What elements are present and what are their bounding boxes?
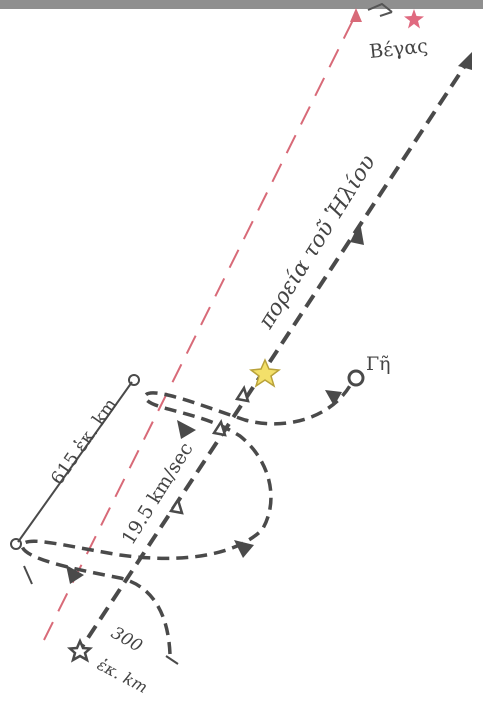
- dimension-tick-300-bottom: [166, 656, 178, 664]
- vega-label: Βέγας: [368, 35, 429, 63]
- top-bar: [0, 0, 483, 9]
- distance-615-label: 615 ἑκ. km: [47, 395, 122, 489]
- sun-marker-1: [237, 388, 248, 401]
- dimension-end-615-b: [129, 375, 139, 385]
- vega-direction-arrow: [350, 8, 362, 22]
- earth-orbit-path: [22, 382, 352, 654]
- sun-marker-3: [171, 500, 182, 513]
- orbit-arrow-4: [325, 390, 342, 406]
- start-star-icon: [70, 641, 90, 660]
- sun-star-icon: [251, 360, 279, 386]
- earth-label: Γῆ: [366, 353, 391, 375]
- dimension-end-615-a: [11, 539, 21, 549]
- distance-300-label: 300: [108, 623, 146, 657]
- sun-marker-2: [214, 422, 225, 435]
- speed-label: 19.5 km/sec: [118, 439, 198, 549]
- orbit-arrow-2: [234, 540, 254, 558]
- earth-circle-icon: [349, 371, 363, 385]
- vega-direction-line: [44, 14, 356, 640]
- orbit-arrow-3: [177, 420, 196, 439]
- dimension-tick-300-top: [24, 566, 32, 584]
- distance-300-unit-label: ἑκ. km: [94, 655, 151, 697]
- sun-path-arrow-2: [458, 52, 472, 70]
- sun-path-line: [76, 58, 470, 656]
- vega-star-icon: [404, 9, 424, 29]
